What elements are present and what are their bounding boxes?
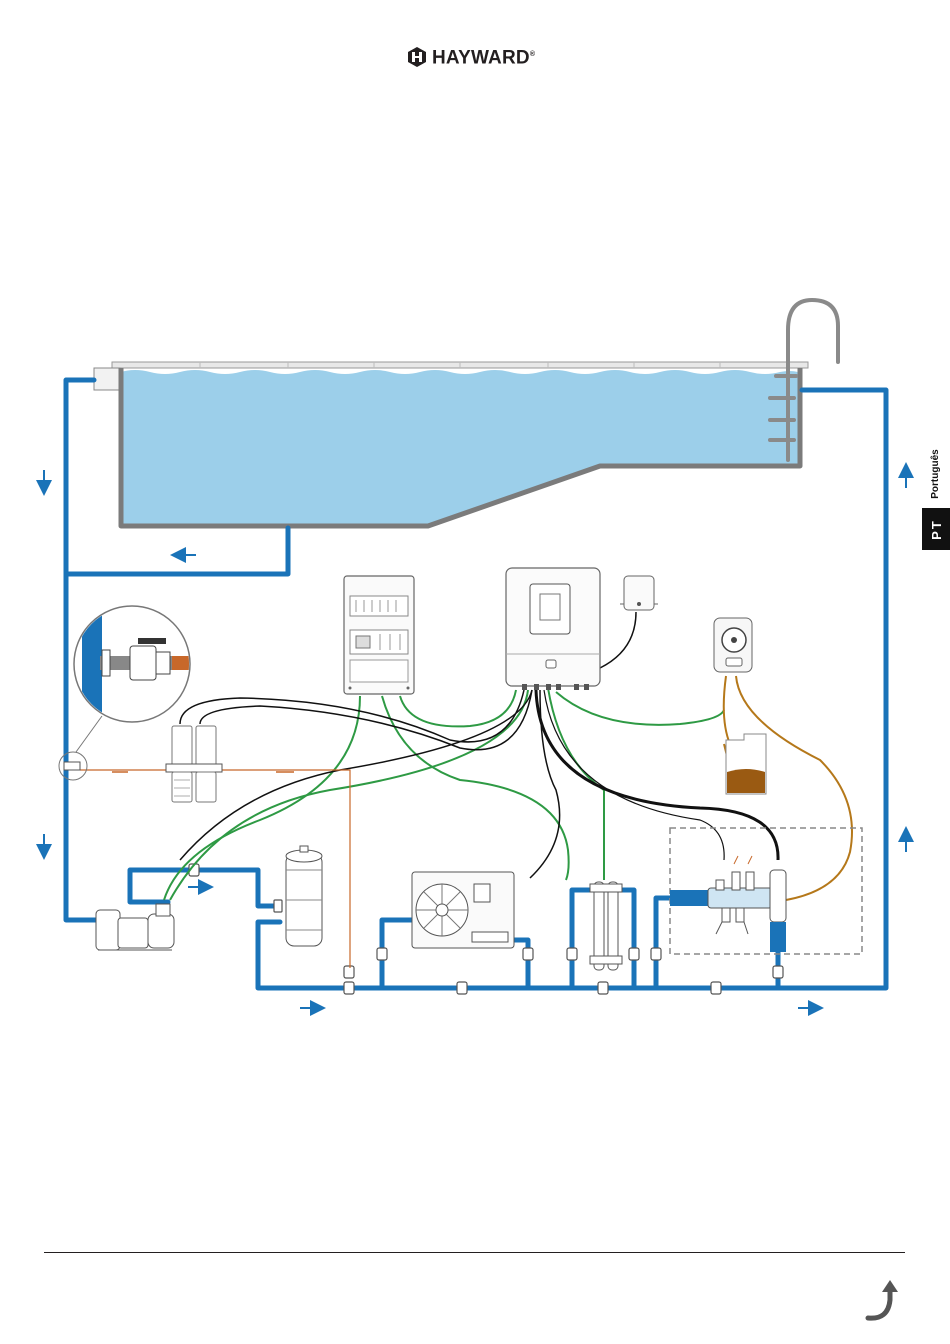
chemical-tank bbox=[726, 734, 766, 794]
dosing-pump bbox=[714, 618, 752, 672]
footer-divider bbox=[44, 1252, 905, 1253]
pool-water bbox=[121, 370, 798, 526]
language-name: Português bbox=[928, 436, 944, 512]
sand-filter bbox=[286, 846, 322, 946]
control-unit bbox=[506, 568, 600, 690]
probe-cable bbox=[544, 690, 724, 860]
skimmer bbox=[94, 368, 120, 390]
wifi-module bbox=[620, 576, 658, 610]
uv-sterilizer bbox=[590, 882, 622, 970]
curved-arrow-icon[interactable] bbox=[858, 1276, 906, 1324]
heat-pump bbox=[412, 872, 514, 948]
chlorinator-assembly bbox=[670, 828, 862, 954]
language-code-badge: PT bbox=[922, 508, 950, 550]
pool bbox=[94, 300, 838, 526]
language-tab: Português PT bbox=[922, 446, 950, 550]
filter-canisters bbox=[166, 726, 222, 802]
pool-pump bbox=[96, 904, 174, 950]
electrical-panel bbox=[344, 576, 414, 694]
